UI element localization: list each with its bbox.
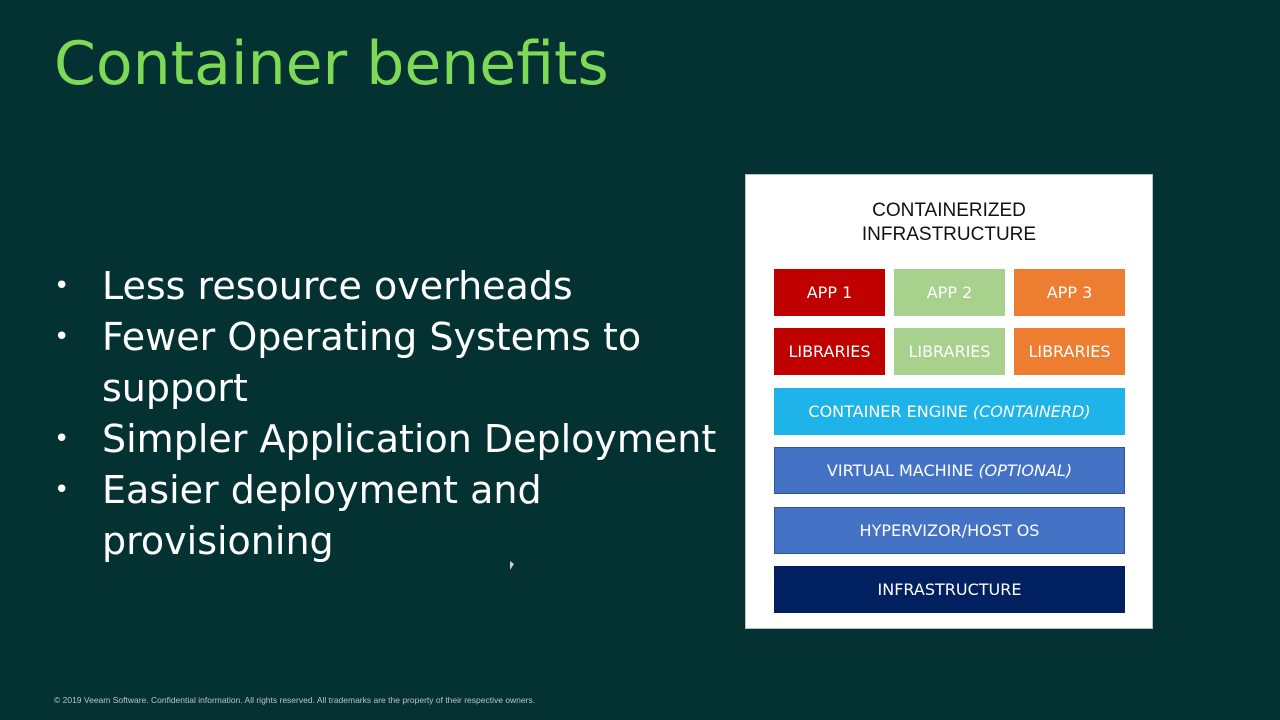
container-engine-layer: CONTAINER ENGINE (CONTAINERD) (774, 388, 1125, 435)
mouse-pointer-icon (510, 561, 514, 570)
bullet-text: Less resource overheads (102, 264, 573, 308)
slide-title: Container benefits (54, 29, 609, 99)
bullet-icon: • (54, 424, 70, 454)
app-3-libraries-box: LIBRARIES (1014, 328, 1125, 375)
layer-note: (OPTIONAL) (978, 461, 1073, 480)
app-1-libraries-box: LIBRARIES (774, 328, 885, 375)
benefits-list: • Less resource overheads • Fewer Operat… (54, 261, 734, 567)
diagram-title-line: INFRASTRUCTURE (861, 224, 1037, 245)
diagram-title: CONTAINERIZED INFRASTRUCTURE (746, 199, 1152, 247)
bullet-item: • Easier deployment and provisioning (54, 465, 734, 567)
bullet-icon: • (54, 475, 70, 505)
bullet-text: Fewer Operating Systems to support (102, 315, 642, 410)
hypervisor-host-os-layer: HYPERVIZOR/HOST OS (774, 507, 1125, 554)
layer-label: CONTAINER ENGINE (808, 402, 968, 421)
app-1-box: APP 1 (774, 269, 885, 316)
bullet-text: Simpler Application Deployment (102, 417, 717, 461)
bullet-item: • Simpler Application Deployment (54, 414, 734, 465)
virtual-machine-layer: VIRTUAL MACHINE (OPTIONAL) (774, 447, 1125, 494)
containerized-infrastructure-diagram: CONTAINERIZED INFRASTRUCTURE APP 1 APP 2… (745, 174, 1153, 629)
bullet-text: Easier deployment and provisioning (102, 468, 542, 563)
bullet-item: • Less resource overheads (54, 261, 734, 312)
bullet-icon: • (54, 322, 70, 352)
layer-label: VIRTUAL MACHINE (826, 461, 974, 480)
bullet-item: • Fewer Operating Systems to support (54, 312, 734, 414)
infrastructure-layer: INFRASTRUCTURE (774, 566, 1125, 613)
layer-note: (CONTAINERD) (972, 402, 1091, 421)
bullet-icon: • (54, 271, 70, 301)
copyright-footer: © 2019 Veeam Software. Confidential info… (54, 695, 536, 705)
app-3-box: APP 3 (1014, 269, 1125, 316)
diagram-title-line: CONTAINERIZED (872, 200, 1026, 221)
app-2-libraries-box: LIBRARIES (894, 328, 1005, 375)
app-2-box: APP 2 (894, 269, 1005, 316)
